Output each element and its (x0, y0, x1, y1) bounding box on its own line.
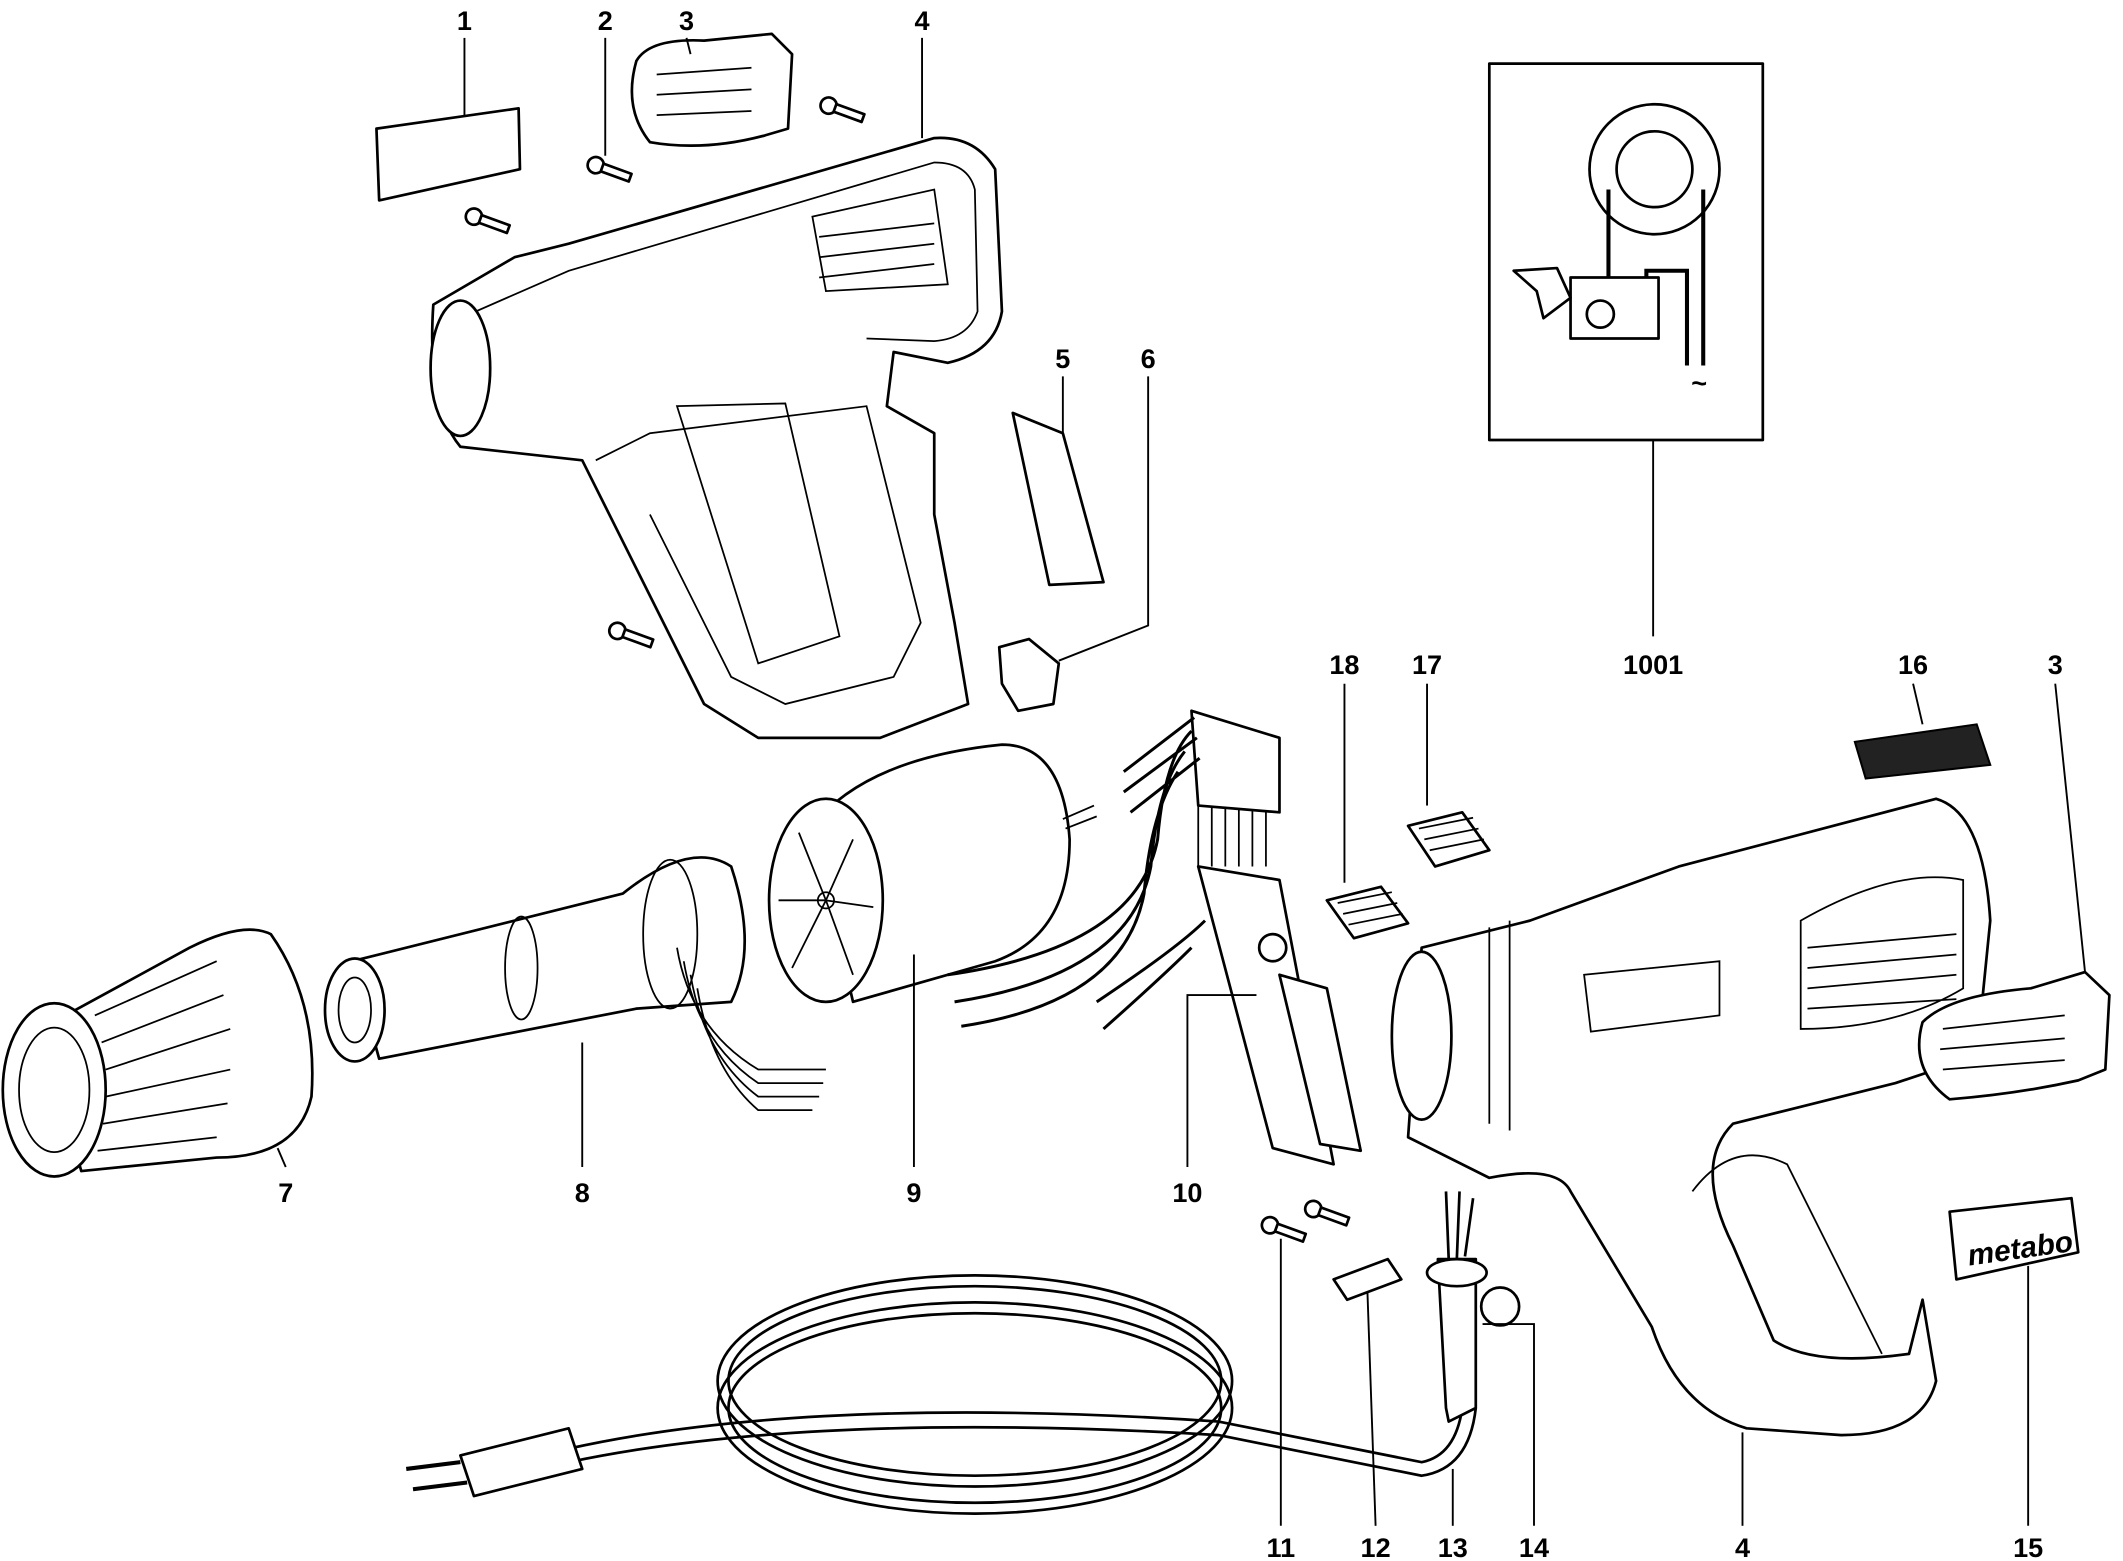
label-5: 5 (1055, 343, 1070, 374)
part-9-motor-fan[interactable] (767, 743, 1098, 1168)
label-9: 9 (906, 1177, 921, 1208)
label-3-bottom: 3 (2048, 649, 2063, 680)
part-8-heating-element[interactable] (323, 856, 826, 1168)
part-16-sticker[interactable] (1853, 683, 1992, 780)
part-4-assembled-housing[interactable] (1390, 797, 1992, 1526)
label-16: 16 (1898, 649, 1928, 680)
label-14: 14 (1519, 1532, 1549, 1561)
part-3-end-cap-top[interactable] (630, 32, 794, 147)
label-8: 8 (575, 1177, 590, 1208)
part-12-cable-clamp[interactable] (1332, 1257, 1403, 1526)
part-18-warning-label[interactable] (1325, 683, 1410, 940)
wiring-ac-symbol: ~ (1691, 368, 1707, 399)
part-17-warning-label[interactable] (1406, 683, 1491, 868)
label-17: 17 (1412, 649, 1442, 680)
part-number-labels: 1 2 3 4 5 6 18 17 1001 16 3 7 8 9 10 11 … (278, 5, 2063, 1561)
label-1: 1 (457, 5, 472, 36)
label-4-top: 4 (915, 5, 930, 36)
label-2: 2 (598, 5, 613, 36)
part-13-power-cord[interactable] (405, 1273, 1478, 1526)
part-3-end-cap-bottom[interactable] (1917, 683, 2111, 1101)
part-4-housing-half[interactable] (429, 37, 1004, 740)
part-6-bushing[interactable] (997, 376, 1150, 713)
label-10: 10 (1172, 1177, 1202, 1208)
label-4-bottom: 4 (1735, 1532, 1750, 1561)
label-3-top: 3 (679, 5, 694, 36)
label-7: 7 (278, 1177, 293, 1208)
part-15-logo-plate[interactable]: metabo (1948, 1196, 2080, 1526)
part-7-nozzle-cap[interactable] (1, 928, 314, 1178)
label-18: 18 (1329, 649, 1359, 680)
part-11-screws[interactable] (1260, 1199, 1351, 1526)
part-1001-wiring-diagram[interactable]: ~ (1487, 62, 1765, 637)
label-11: 11 (1267, 1532, 1296, 1561)
label-15: 15 (2013, 1532, 2043, 1561)
label-1001: 1001 (1623, 649, 1683, 680)
label-12: 12 (1361, 1532, 1391, 1561)
part-10-circuit-board[interactable] (947, 709, 1363, 1168)
label-6: 6 (1141, 343, 1156, 374)
part-1-label-strip[interactable] (375, 37, 522, 202)
part-5-switch[interactable] (1011, 376, 1105, 587)
label-13: 13 (1438, 1532, 1468, 1561)
part-14-cord-sleeve[interactable] (1425, 1191, 1535, 1526)
